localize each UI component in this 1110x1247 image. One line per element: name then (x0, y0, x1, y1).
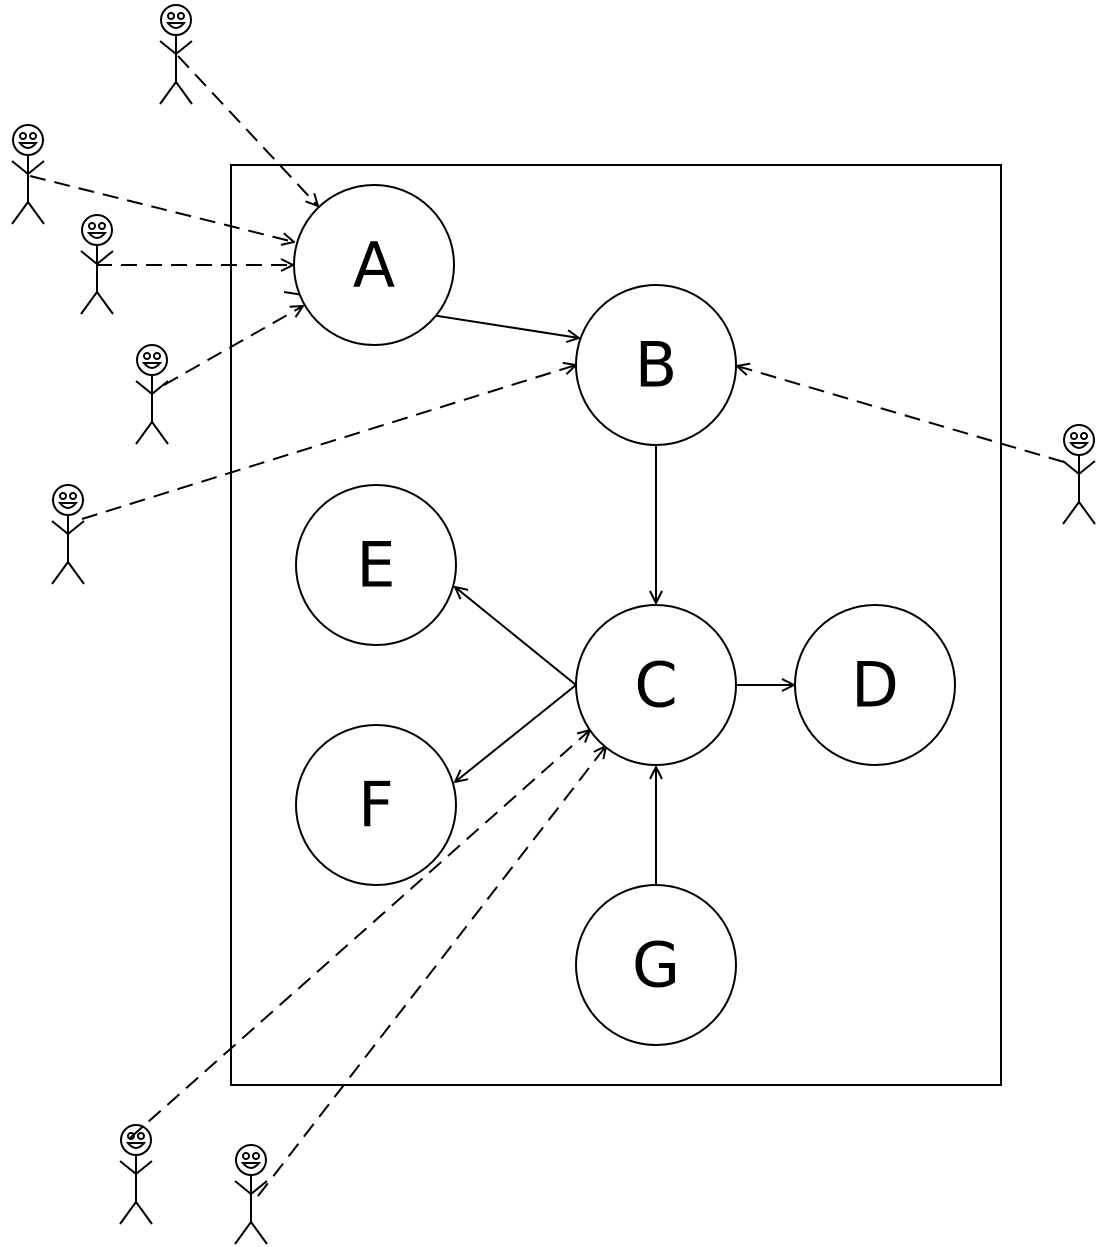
node-g-circle (575, 884, 737, 1046)
node-g-label: G (632, 929, 680, 1002)
node-b-circle (575, 284, 737, 446)
edge-c-to-e (455, 587, 577, 686)
node-c-circle (575, 604, 737, 766)
node-e[interactable]: E (295, 484, 457, 646)
actor-link-6-to-b (737, 366, 1065, 463)
node-a-circle (293, 184, 455, 346)
actor-5-stick-figure-smiley-icon (51, 484, 85, 585)
actor-4-stick-figure-smiley-icon (135, 344, 169, 445)
actor-link-4-to-a (163, 306, 303, 386)
actor-7-stick-figure-smiley-icon (119, 1124, 153, 1225)
node-f-label: F (358, 769, 394, 842)
actor-link-2-to-a (29, 175, 294, 242)
node-c[interactable]: C (575, 604, 737, 766)
actors-group (11, 4, 1096, 1245)
actor-link-5-to-b (81, 365, 576, 520)
actor-link-8-to-c (257, 746, 606, 1197)
node-g[interactable]: G (575, 884, 737, 1046)
node-f-circle (295, 724, 457, 886)
node-b[interactable]: B (575, 284, 737, 446)
node-e-label: E (356, 529, 395, 602)
actor-link-7-to-c (129, 730, 590, 1139)
system-boundary (230, 164, 1002, 1086)
node-f[interactable]: F (295, 724, 457, 886)
actor-2-stick-figure-smiley-icon (11, 124, 45, 225)
node-d[interactable]: D (794, 604, 956, 766)
node-b-label: B (635, 329, 678, 402)
edge-c-to-f (455, 684, 577, 782)
actor-1-stick-figure-smiley-icon (159, 4, 193, 105)
actor-3-stick-figure-smiley-icon (80, 214, 114, 315)
actor-link-1-to-a (177, 55, 318, 206)
node-d-circle (794, 604, 956, 766)
node-a-label: A (353, 229, 395, 302)
node-d-label: D (851, 649, 899, 722)
node-a[interactable]: A (293, 184, 455, 346)
node-e-circle (295, 484, 457, 646)
node-c-label: C (634, 649, 677, 722)
actor-8-stick-figure-smiley-icon (234, 1144, 268, 1245)
actor-6-stick-figure-smiley-icon (1062, 424, 1096, 525)
